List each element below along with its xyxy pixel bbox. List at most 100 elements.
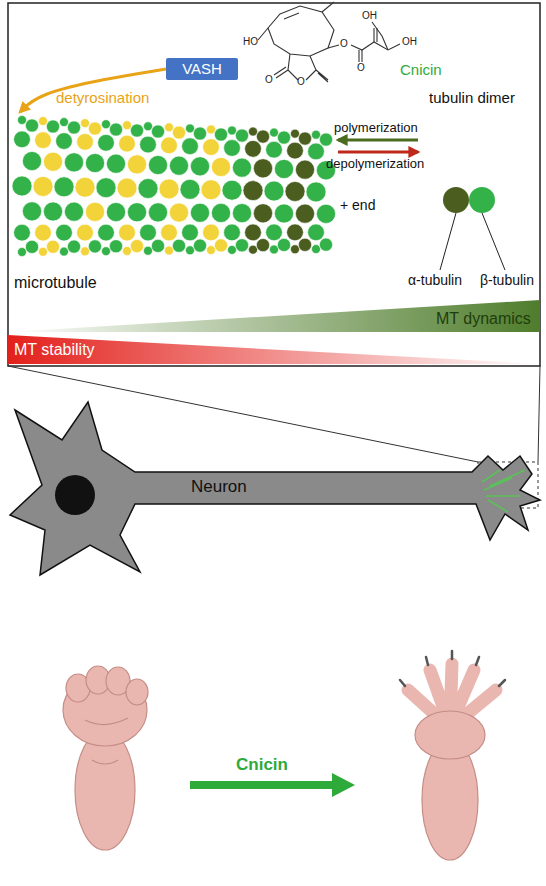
tubulin-subunit [96,178,116,198]
atom-label: OH [362,10,377,21]
tubulin-subunit [172,126,185,139]
gradient-label: MT dynamics [436,310,531,328]
tubulin-subunit [182,138,199,155]
tubulin-subunit [222,180,242,200]
subunit-label: α-tubulin [408,273,462,288]
dynamics-gradient [8,300,540,332]
tubulin-subunit [81,247,90,256]
tubulin-subunit [190,203,209,222]
tubulin-subunit [182,224,199,241]
tubulin-subunit [119,135,136,152]
tubulin-subunit [39,247,48,256]
tubulin-subunit [25,240,38,253]
tubulin-dimer-graphic [440,187,505,270]
atom-label: HO [243,36,258,47]
tubulin-subunit [186,124,195,133]
neuron-body [10,402,540,575]
methylene-bond [316,70,328,82]
tubulin-subunit [88,240,101,253]
tubulin-subunit [60,118,69,127]
tubulin-subunit [306,182,326,202]
tubulin-subunit [266,141,283,158]
curled-toe [126,679,148,705]
tubulin-subunit [140,136,157,153]
tubulin-subunit [298,132,311,145]
tubulin-subunit [224,140,241,157]
tubulin-subunit [88,122,101,135]
tubulin-subunit [312,130,321,139]
ester-chain-bond [328,42,400,50]
tubulin-subunit [77,224,94,241]
tubulin-subunit [295,204,314,223]
nucleus [55,475,95,515]
tubulin-subunit [56,224,73,241]
tubulin-subunit [54,177,74,197]
growth-cone-microtubule [482,470,525,512]
tubulin-subunit [159,179,179,199]
tubulin-subunit [256,130,269,143]
tubulin-subunit [232,158,251,177]
carbonyl-bond [274,67,288,78]
tubulin-subunit [319,238,332,251]
tubulin-subunit [130,239,143,252]
tubulin-subunit [138,179,158,199]
paw-crease [85,718,128,764]
tubulin-subunit [211,203,230,222]
tubulin-subunit [18,116,27,125]
tubulin-subunit [130,124,143,137]
tubulin-subunit [224,224,241,241]
tubulin-subunit [22,202,41,221]
tubulin-subunit [201,180,221,200]
atom-label: O [265,74,273,85]
tubulin-subunit [308,224,325,241]
subunit-label: β-tubulin [480,273,534,288]
node-text: microtubule [14,274,97,292]
tubulin-subunit [77,134,94,151]
tubulin-subunit [253,159,272,178]
alkene-bond [374,28,377,42]
tubulin-subunit [140,224,157,241]
tubulin-subunit [123,246,132,255]
tubulin-subunit [98,224,115,241]
tubulin-subunit [186,246,195,255]
tubulin-subunit [287,224,304,241]
alpha-tubulin-sphere [443,187,469,213]
tubulin-subunit [67,240,80,253]
tubulin-subunit [211,157,230,176]
edge-label: polymerization [334,121,418,135]
tubulin-subunit [277,131,290,144]
tubulin-subunit [274,159,293,178]
tubulin-subunit [228,126,237,135]
edge-label: detyrosination [56,90,149,107]
tubulin-subunit [264,181,284,201]
tubulin-subunit [148,155,167,174]
tubulin-subunit [85,153,104,172]
microtubule-node: microtubule [8,108,334,300]
methyl-bond [322,2,334,12]
tubulin-subunit [235,239,248,252]
tubulin-subunit [102,120,111,129]
tubulin-subunit [214,128,227,141]
end-label: + end [340,198,375,213]
side-chain-bond [372,22,388,50]
tubulin-subunit [207,125,216,134]
tubulin-subunit [56,133,73,150]
tubulin-subunit [203,224,220,241]
claw [400,651,505,686]
connector-arrow [20,69,166,112]
node-text: tubulin dimer [420,90,524,107]
arrow-head [332,773,355,797]
paw-before [63,666,148,850]
atom-label: O [297,76,305,87]
arrow-shaft [190,781,335,789]
tubulin-subunit [291,245,300,254]
panel-frame [8,3,540,366]
tubulin-subunit [274,204,293,223]
tubulin-subunit [298,238,311,251]
paw-palm [415,711,485,759]
tubulin-subunit [14,131,31,148]
neuron-shape: Neuron [8,398,542,580]
tubulin-subunit [64,202,83,221]
tubulin-subunit [319,133,332,146]
